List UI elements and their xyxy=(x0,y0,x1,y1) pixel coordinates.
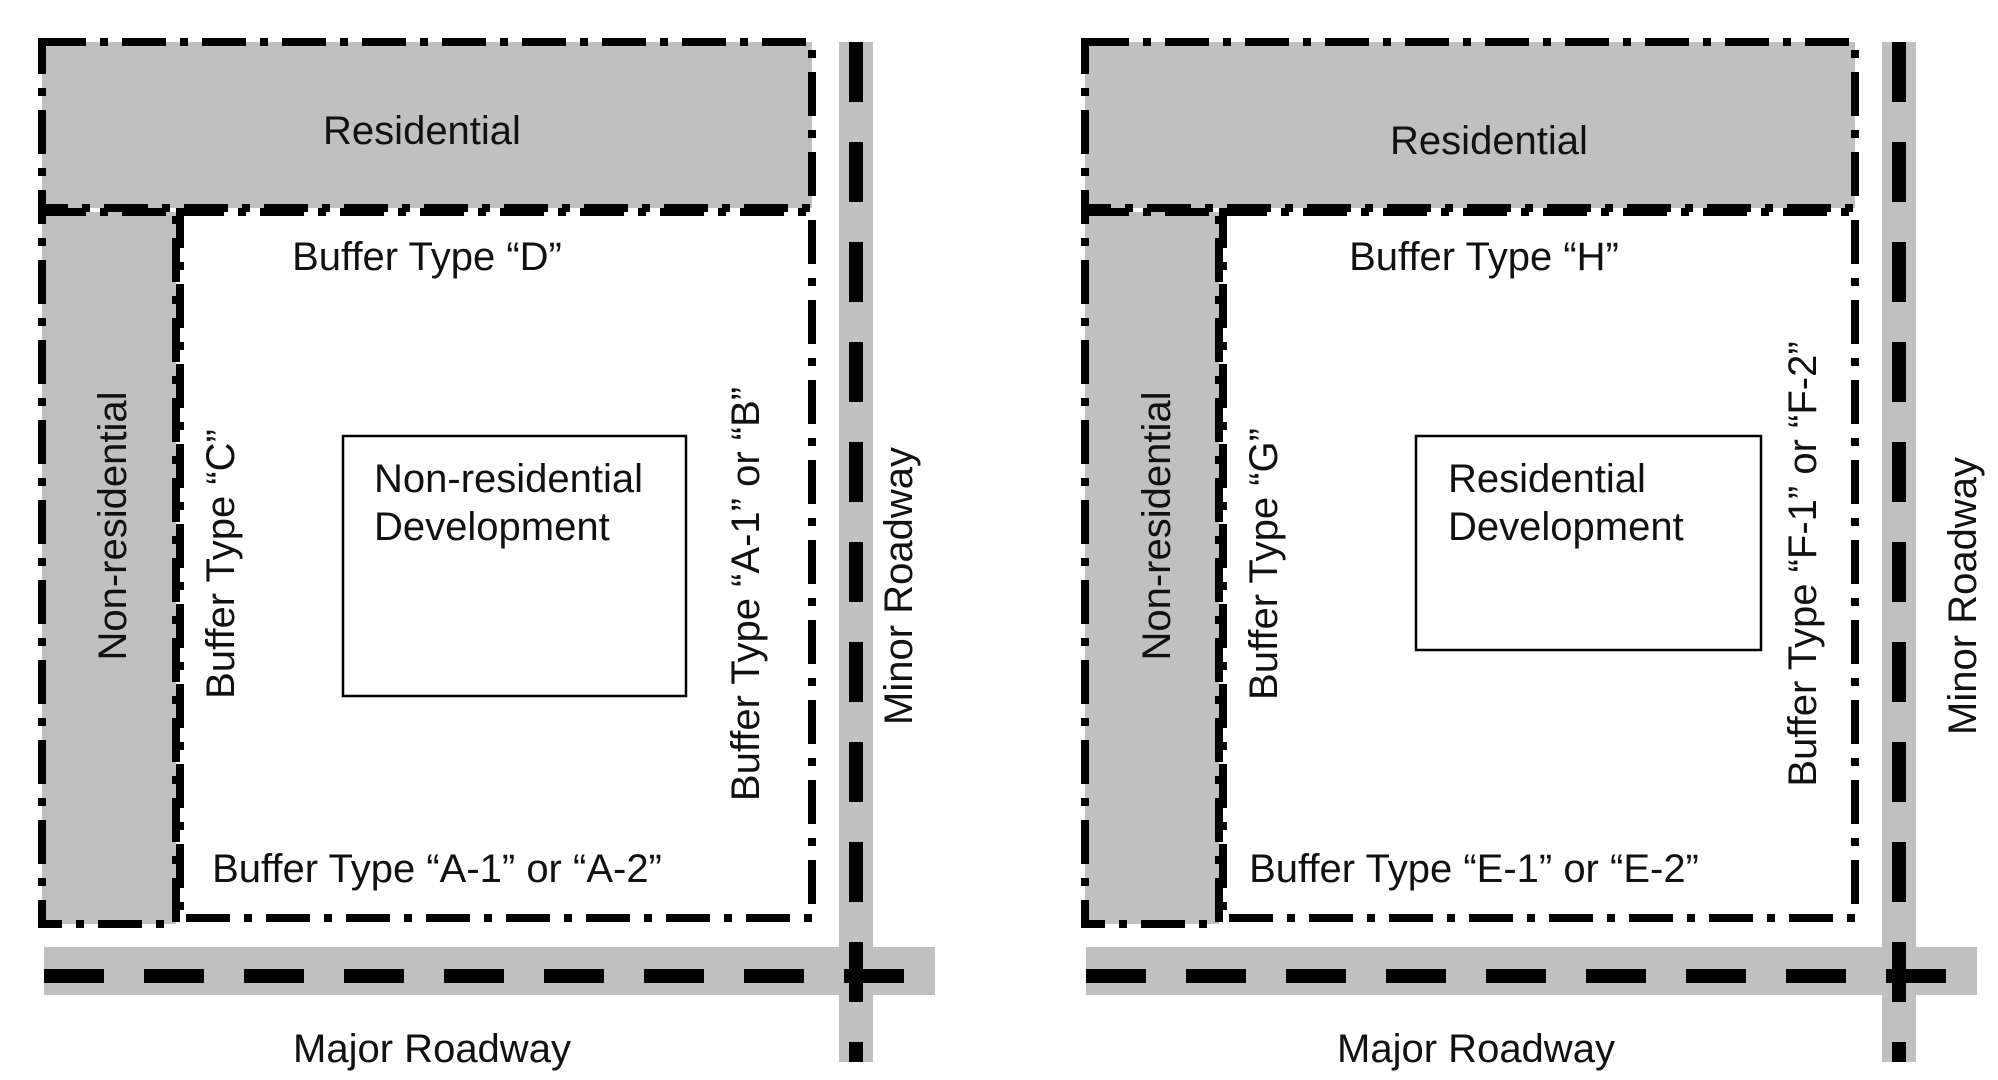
development-site-boundary xyxy=(176,208,816,922)
residential-label: Residential xyxy=(1390,119,1588,163)
development-label-line2: Development xyxy=(1448,505,1684,549)
development-label-line2: Development xyxy=(374,505,610,549)
major-roadway-label: Major Roadway xyxy=(293,1027,571,1071)
diagram-residential: Residential Buffer Type “H” Residential … xyxy=(1081,38,1985,1071)
development-footprint xyxy=(341,434,688,698)
non-residential-label: Non-residential xyxy=(91,391,135,660)
development-footprint xyxy=(1414,434,1763,652)
major-roadway-label: Major Roadway xyxy=(1337,1027,1615,1071)
buffer-left-label: Buffer Type “C” xyxy=(199,429,243,699)
development-label-line1: Non-residential xyxy=(374,457,643,501)
residential-neighbor-parcel xyxy=(42,42,812,208)
residential-label: Residential xyxy=(323,109,521,153)
non-residential-label: Non-residential xyxy=(1135,391,1179,660)
minor-roadway-label: Minor Roadway xyxy=(1941,457,1985,735)
non-residential-neighbor-parcel xyxy=(42,212,176,924)
diagram-non-residential: Residential Buffer Type “D” Non-resident… xyxy=(38,38,935,1071)
buffer-right-label: Buffer Type “A-1” or “B” xyxy=(724,387,768,801)
development-label-line1: Residential xyxy=(1448,457,1646,501)
buffer-left-label: Buffer Type “G” xyxy=(1242,428,1286,700)
non-residential-neighbor-parcel xyxy=(1085,212,1219,924)
residential-neighbor-parcel xyxy=(1085,42,1855,208)
buffer-bottom-label: Buffer Type “E-1” or “E-2” xyxy=(1249,847,1699,891)
buffer-right-label: Buffer Type “F-1” or “F-2” xyxy=(1781,341,1825,786)
minor-roadway-label: Minor Roadway xyxy=(877,447,921,725)
buffer-bottom-label: Buffer Type “A-1” or “A-2” xyxy=(212,847,662,891)
buffer-top-label: Buffer Type “D” xyxy=(292,235,562,279)
buffer-top-label: Buffer Type “H” xyxy=(1349,235,1619,279)
development-site-boundary xyxy=(1219,208,1859,922)
